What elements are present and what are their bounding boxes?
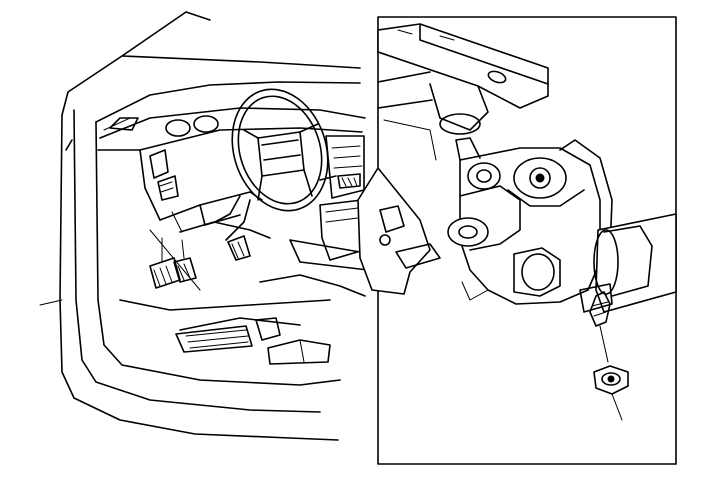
sill-plate — [175, 325, 253, 353]
floor-and-sill — [119, 175, 366, 365]
driver-side-cabin — [39, 11, 369, 441]
door-frame — [39, 11, 341, 441]
steering-wheel — [214, 88, 329, 241]
lower-dash-area — [149, 191, 271, 291]
windshield — [95, 55, 361, 131]
inset-frame — [377, 16, 677, 465]
dashboard — [97, 107, 366, 221]
column-bracket — [377, 23, 549, 161]
pedals — [149, 235, 251, 289]
gauge-left — [165, 119, 191, 137]
center-console — [289, 135, 369, 271]
light-switch — [157, 175, 179, 201]
steering-shaft-joint — [447, 137, 613, 305]
pointer-tab — [357, 167, 431, 295]
clamp-bolt — [589, 291, 611, 327]
brake-pedal — [149, 257, 181, 289]
accelerator-pedal — [227, 235, 251, 261]
gauge-right — [193, 115, 219, 133]
steering-column-tube — [579, 213, 677, 313]
clutch-pedal — [173, 257, 197, 283]
fastener — [589, 291, 629, 421]
detail-inset — [357, 16, 677, 465]
